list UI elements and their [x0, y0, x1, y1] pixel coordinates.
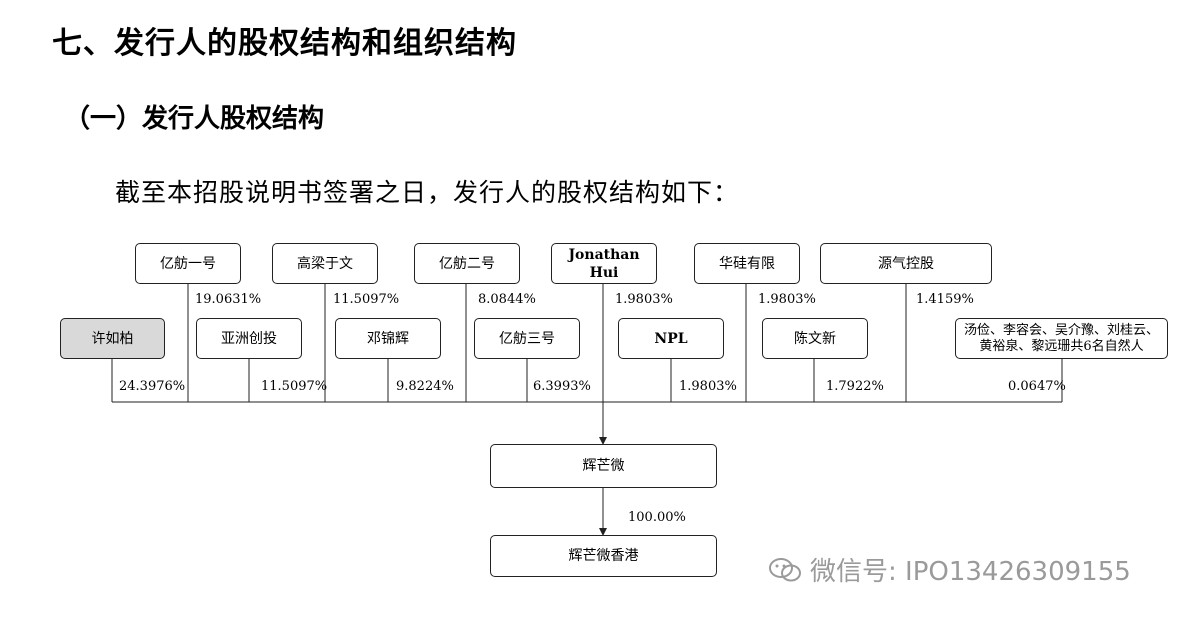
section-heading: 七、发行人的股权结构和组织结构 — [52, 26, 517, 61]
box-yuanqi: 源气控股 — [820, 243, 992, 284]
pct-deng-jinhui: 9.8224% — [396, 379, 454, 394]
box-huagui: 华硅有限 — [694, 243, 800, 284]
box-jonathan-hui: Jonathan Hui — [551, 243, 657, 284]
pct-chen-wenxin: 1.7922% — [826, 379, 884, 394]
wechat-icon — [769, 557, 801, 581]
box-deng-jinhui: 邓锦辉 — [335, 318, 441, 359]
pct-yihang-2: 8.0844% — [478, 292, 536, 307]
pct-jonathan-hui: 1.9803% — [615, 292, 673, 307]
subsection-heading: （一）发行人股权结构 — [64, 104, 325, 134]
pct-subsidiary: 100.00% — [628, 510, 686, 525]
pct-asia-vc: 11.5097% — [261, 379, 328, 394]
box-asia-vc: 亚洲创投 — [196, 318, 302, 359]
intro-paragraph: 截至本招股说明书签署之日，发行人的股权结构如下： — [115, 178, 740, 207]
box-yihang-3: 亿舫三号 — [474, 318, 580, 359]
box-issuer: 辉芒微 — [490, 444, 717, 488]
pct-yihang-1: 19.0631% — [195, 292, 262, 307]
box-six-individuals: 汤俭、李容会、吴介豫、刘桂云、黄裕泉、黎远珊共6名自然人 — [955, 318, 1168, 359]
pct-six-individuals: 0.0647% — [1008, 379, 1066, 394]
box-chen-wenxin: 陈文新 — [762, 318, 868, 359]
pct-xu-rubo: 24.3976% — [119, 379, 186, 394]
watermark-text: 微信号: IPO13426309155 — [810, 557, 1131, 587]
pct-npl: 1.9803% — [679, 379, 737, 394]
box-subsidiary: 辉芒微香港 — [490, 535, 717, 577]
box-yihang-1: 亿舫一号 — [135, 243, 241, 284]
pct-yihang-3: 6.3993% — [533, 379, 591, 394]
pct-yuanqi: 1.4159% — [916, 292, 974, 307]
box-npl: NPL — [618, 318, 724, 359]
box-gaoliang: 高梁于文 — [272, 243, 378, 284]
box-yihang-2: 亿舫二号 — [414, 243, 520, 284]
box-xu-rubo: 许如柏 — [60, 318, 165, 359]
pct-huagui: 1.9803% — [758, 292, 816, 307]
wechat-watermark: 微信号: IPO13426309155 — [768, 551, 1131, 588]
pct-gaoliang: 11.5097% — [333, 292, 400, 307]
